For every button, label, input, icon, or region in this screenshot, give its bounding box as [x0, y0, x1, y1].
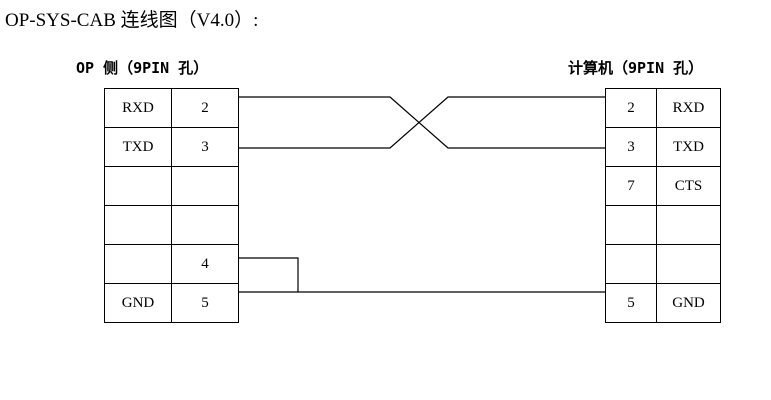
op-pin-cell: 4 [171, 244, 239, 284]
table-row: 5 GND [605, 283, 721, 323]
op-signal-cell: TXD [104, 127, 172, 167]
op-signal-cell: GND [104, 283, 172, 323]
table-row: 4 [104, 244, 239, 284]
wire-txd-to-rxd [238, 96, 605, 149]
pc-signal-cell [656, 244, 721, 284]
table-row: RXD 2 [104, 88, 239, 128]
table-row [605, 205, 721, 245]
table-row: 3 TXD [605, 127, 721, 167]
pc-pin-cell [605, 205, 657, 245]
right-connector-header: 计算机（9PIN 孔） [568, 59, 704, 77]
op-signal-cell [104, 244, 172, 284]
table-row: TXD 3 [104, 127, 239, 167]
wire-pin4-jumper [238, 257, 299, 292]
op-pin-cell: 5 [171, 283, 239, 323]
op-pin-cell [171, 205, 239, 245]
computer-side-pin-table: 2 RXD 3 TXD 7 CTS 5 GND [605, 88, 721, 323]
pc-pin-cell: 2 [605, 88, 657, 128]
table-row [104, 166, 239, 206]
table-row: 2 RXD [605, 88, 721, 128]
pc-signal-cell: RXD [656, 88, 721, 128]
pc-signal-cell [656, 205, 721, 245]
pc-signal-cell: GND [656, 283, 721, 323]
op-pin-cell: 3 [171, 127, 239, 167]
pc-pin-cell: 7 [605, 166, 657, 206]
op-side-pin-table: RXD 2 TXD 3 4 GND 5 [104, 88, 239, 323]
op-signal-cell: RXD [104, 88, 172, 128]
op-signal-cell [104, 205, 172, 245]
pc-pin-cell [605, 244, 657, 284]
pc-signal-cell: TXD [656, 127, 721, 167]
pc-pin-cell: 3 [605, 127, 657, 167]
wire-rxd-to-txd [238, 96, 605, 149]
op-pin-cell [171, 166, 239, 206]
left-connector-header: OP 侧（9PIN 孔） [76, 59, 209, 77]
op-pin-cell: 2 [171, 88, 239, 128]
table-row: GND 5 [104, 283, 239, 323]
pc-signal-cell: CTS [656, 166, 721, 206]
page-title: OP-SYS-CAB 连线图（V4.0）: [5, 10, 259, 31]
pc-pin-cell: 5 [605, 283, 657, 323]
table-row [605, 244, 721, 284]
table-row: 7 CTS [605, 166, 721, 206]
table-row [104, 205, 239, 245]
op-signal-cell [104, 166, 172, 206]
